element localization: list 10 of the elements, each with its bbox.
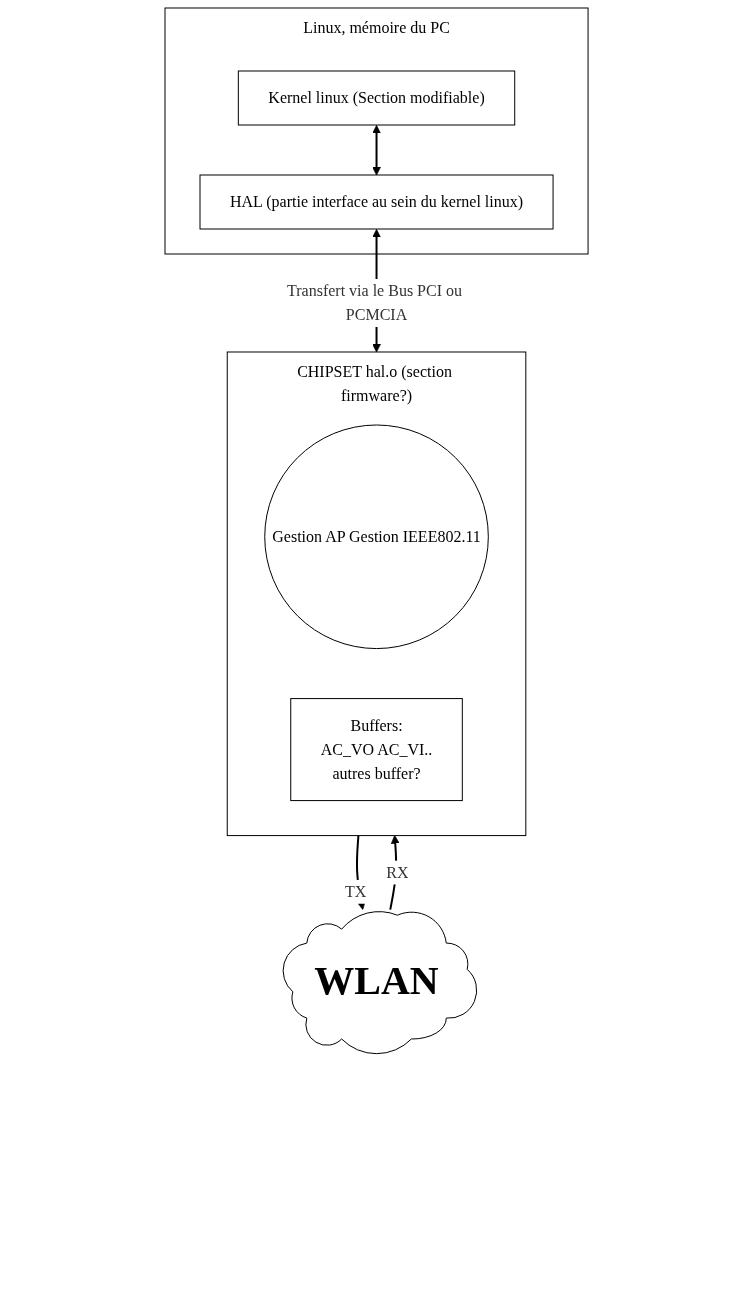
edge-label: RX <box>386 863 409 881</box>
node-box: Buffers: AC_VO AC_VI.. autres buffer? <box>290 698 463 802</box>
edge-label: TX <box>345 882 367 900</box>
arrow <box>372 125 381 176</box>
node-box: HAL (partie interface au sein du kernel linux) <box>199 174 554 230</box>
node-box: Kernel linux (Section modifiable) <box>237 70 516 126</box>
arrow <box>389 835 400 911</box>
node-circle: Gestion AP Gestion IEEE802.11 <box>264 424 489 650</box>
arrow <box>355 834 366 910</box>
edge-label: Transfert via le Bus PCI ou PCMCIA <box>287 282 462 323</box>
